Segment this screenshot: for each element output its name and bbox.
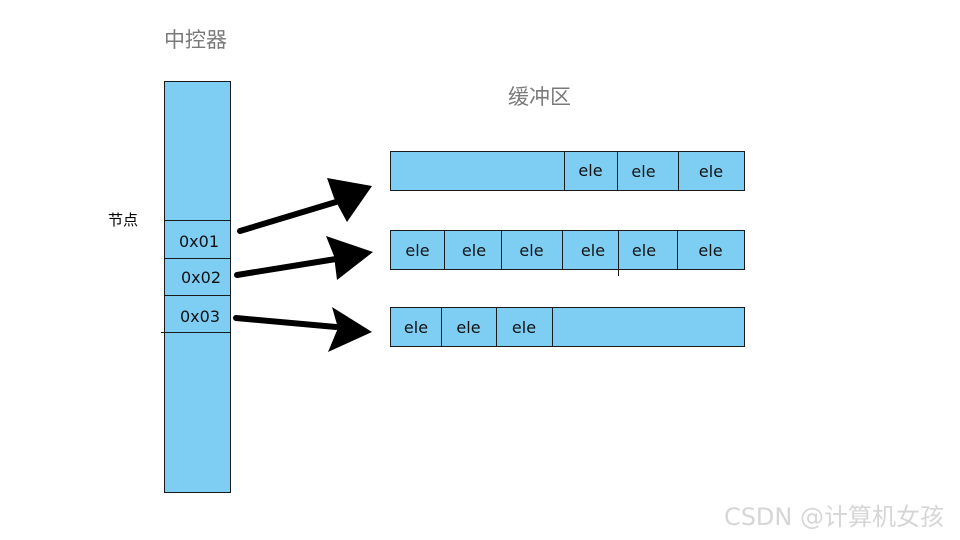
buffer-element: ele [698, 161, 724, 181]
buffer-row: ele ele ele [390, 151, 745, 191]
cell-divider [618, 231, 619, 276]
buffer-element: ele [403, 317, 429, 337]
cell-divider [444, 231, 445, 269]
node-divider [164, 258, 231, 259]
node-address: 0x02 [181, 268, 222, 287]
cell-divider [441, 308, 442, 346]
arrow [237, 178, 372, 234]
buffer-element: ele [519, 240, 544, 260]
cell-divider [501, 231, 502, 269]
buffer-element: ele [461, 240, 487, 260]
buffer-element: ele [405, 240, 430, 260]
node-address: 0x03 [180, 307, 221, 326]
node-divider [164, 295, 231, 296]
node-divider [161, 332, 231, 333]
buffer-element: ele [456, 317, 481, 337]
controller-title: 中控器 [164, 28, 227, 52]
cell-divider [496, 308, 497, 346]
buffer-row: ele ele ele ele ele ele [390, 230, 745, 276]
buffer-element: ele [578, 160, 603, 180]
arrow [233, 307, 372, 352]
buffer-title: 缓冲区 [508, 85, 571, 109]
cell-divider [678, 152, 679, 190]
buffer-element: ele [631, 240, 657, 260]
buffer-element: ele [698, 240, 723, 260]
cell-divider [564, 152, 565, 190]
cell-divider [677, 231, 678, 269]
buffer-element: ele [580, 240, 606, 260]
buffer-row: ele ele ele [390, 307, 745, 347]
cell-divider [562, 231, 563, 269]
watermark: CSDN @计算机女孩 [723, 503, 944, 531]
node-label: 节点 [108, 211, 139, 229]
controller-block [164, 81, 231, 493]
cell-divider [617, 152, 618, 190]
node-divider [164, 220, 231, 221]
arrow [234, 236, 373, 280]
buffer-element: ele [511, 317, 537, 337]
buffer-element: ele [631, 161, 656, 181]
cell-divider [552, 308, 553, 346]
node-address: 0x01 [179, 232, 220, 251]
